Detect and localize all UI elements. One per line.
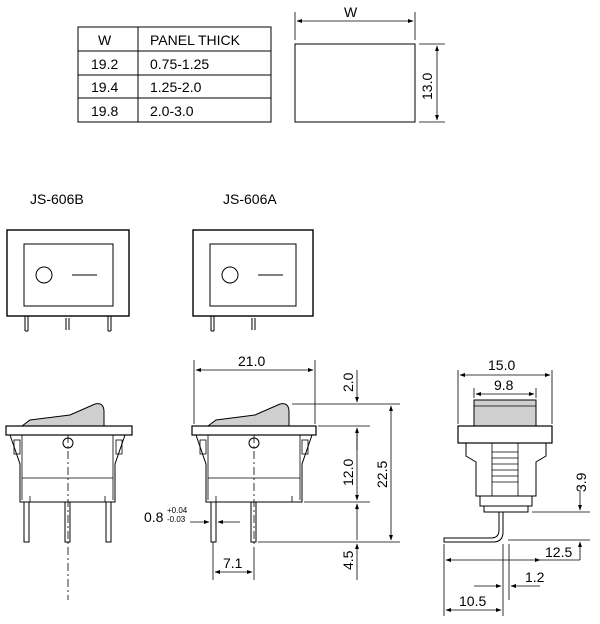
dim-side-inner: 9.8 [494,377,514,393]
dim-side-offset: 3.9 [573,472,589,492]
cutout-height-label: 13.0 [419,73,435,100]
panel-thickness-table: W PANEL THICK 19.2 0.75-1.25 19.4 1.25-2… [77,26,272,123]
table-header-panel-thick: PANEL THICK [150,32,241,48]
dim-side-thickness: 1.2 [525,569,545,585]
panel-cutout: W 13.0 [294,4,445,123]
dim-terminal-length: 4.5 [340,550,356,570]
table-header-w: W [98,32,112,48]
dim-side-depth: 12.5 [545,544,572,560]
front-view-js606a [192,229,314,332]
power-off-circle-icon [221,266,239,284]
end-view: 15.0 9.8 3.9 12.5 1.2 10.5 [443,357,590,616]
table-cell: 19.2 [91,56,118,72]
front-view-js606b [6,229,130,332]
dim-terminal-width: 0.8 [144,509,164,525]
table-cell: 1.25-2.0 [150,79,202,95]
dim-terminal-tol-plus: +0.04 [167,506,188,515]
model-label-js606a: JS-606A [223,191,277,207]
side-view-js606a: 21.0 2.0 12.0 4.5 22.5 0.8 +0.04 -0.03 [144,353,400,580]
dim-total-height: 22.5 [374,461,390,488]
dim-body-width: 21.0 [238,353,265,369]
power-off-circle-icon [35,266,53,284]
table-cell: 0.75-1.25 [150,56,209,72]
dim-body-height: 12.0 [340,459,356,486]
table-cell: 2.0-3.0 [150,103,194,119]
table-cell: 19.4 [91,79,118,95]
cutout-width-label: W [344,4,358,20]
side-view-js606b [5,403,133,600]
dim-side-width: 15.0 [488,357,515,373]
dim-terminal-pitch: 7.1 [223,555,243,571]
dim-side-foot: 10.5 [459,593,486,609]
dim-rocker-height: 2.0 [340,372,356,392]
dim-terminal-tol-minus: -0.03 [167,515,186,524]
model-label-js606b: JS-606B [30,191,84,207]
table-cell: 19.8 [91,103,118,119]
